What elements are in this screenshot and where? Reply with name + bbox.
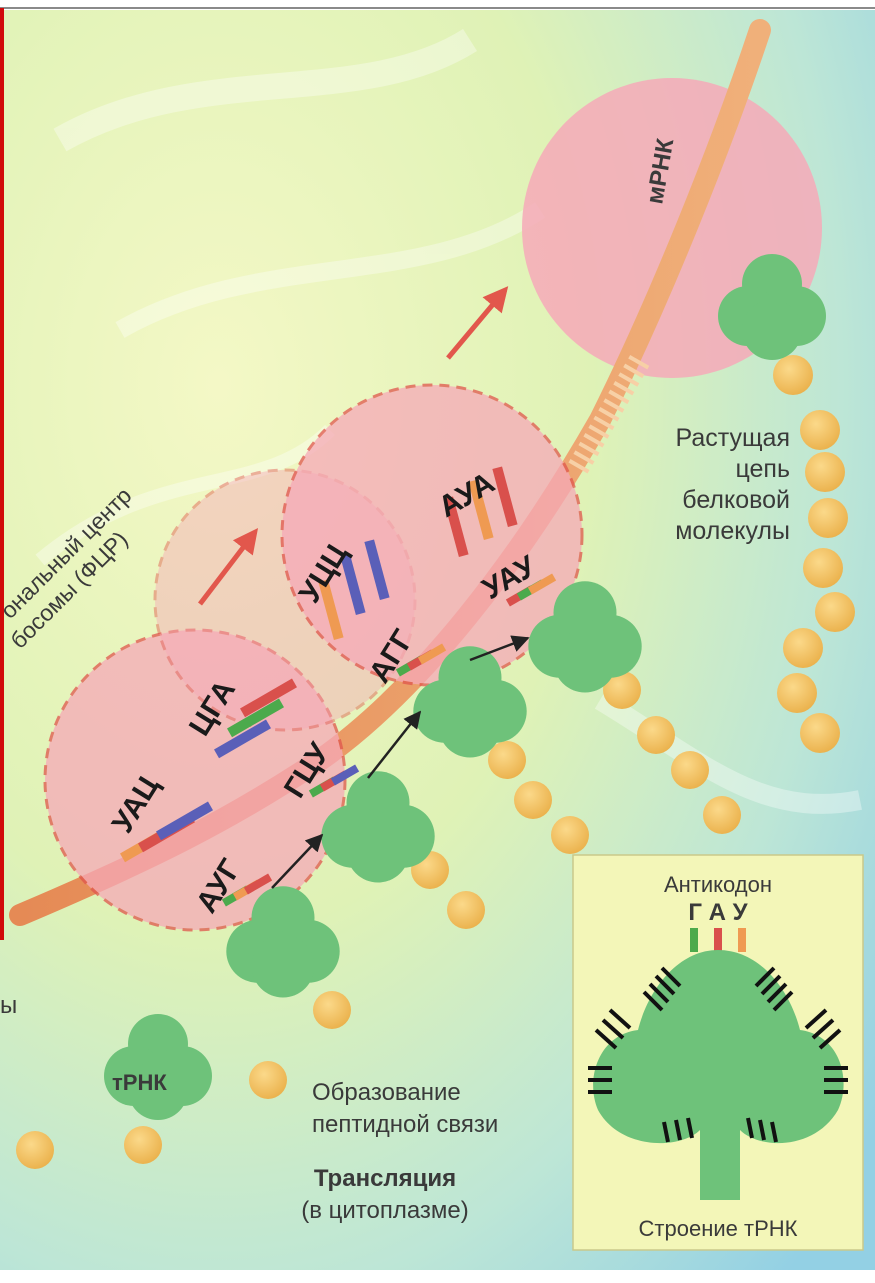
- growing-chain-line-4: молекулы: [675, 517, 790, 545]
- growing-chain-line-3: белковой: [682, 486, 790, 514]
- amino-acid-bead: [773, 355, 813, 395]
- translation-subtitle: (в цитоплазме): [301, 1197, 469, 1224]
- amino-acid-bead: [805, 452, 845, 492]
- growing-chain-line-1: Растущая: [676, 424, 791, 452]
- amino-acid-bead: [815, 592, 855, 632]
- peptide-bond-line-1: Образование: [312, 1079, 461, 1106]
- amino-acid-bead: [249, 1061, 287, 1099]
- growing-chain-line-2: цепь: [735, 455, 790, 483]
- amino-acid-bead: [313, 991, 351, 1029]
- amino-acid-bead: [16, 1131, 54, 1169]
- amino-acid-bead: [551, 816, 589, 854]
- amino-acid-bead: [803, 548, 843, 588]
- translation-title: Трансляция: [314, 1165, 456, 1192]
- amino-acid-bead: [800, 410, 840, 450]
- amino-acid-bead: [124, 1126, 162, 1164]
- amino-acid-bead: [777, 673, 817, 713]
- amino-acid-bead: [800, 713, 840, 753]
- amino-acid-bead: [671, 751, 709, 789]
- amino-acid-bead: [637, 716, 675, 754]
- inset-anticodon-label: Антикодон: [664, 872, 772, 897]
- left-edge-fragment: ы: [0, 992, 17, 1019]
- inset-trna-structure: Антикодон Г А У Строение тРНК: [573, 855, 863, 1250]
- trna-free-label: тРНК: [112, 1070, 167, 1095]
- bottom-strip: [0, 1270, 875, 1283]
- amino-acid-bead: [514, 781, 552, 819]
- amino-acid-bead: [783, 628, 823, 668]
- amino-acid-bead: [808, 498, 848, 538]
- inset-caption: Строение тРНК: [639, 1216, 798, 1241]
- amino-acid-bead: [447, 891, 485, 929]
- amino-acid-bead: [703, 796, 741, 834]
- inset-anticodon-letters: Г А У: [688, 899, 748, 926]
- peptide-bond-line-2: пептидной связи: [312, 1111, 498, 1138]
